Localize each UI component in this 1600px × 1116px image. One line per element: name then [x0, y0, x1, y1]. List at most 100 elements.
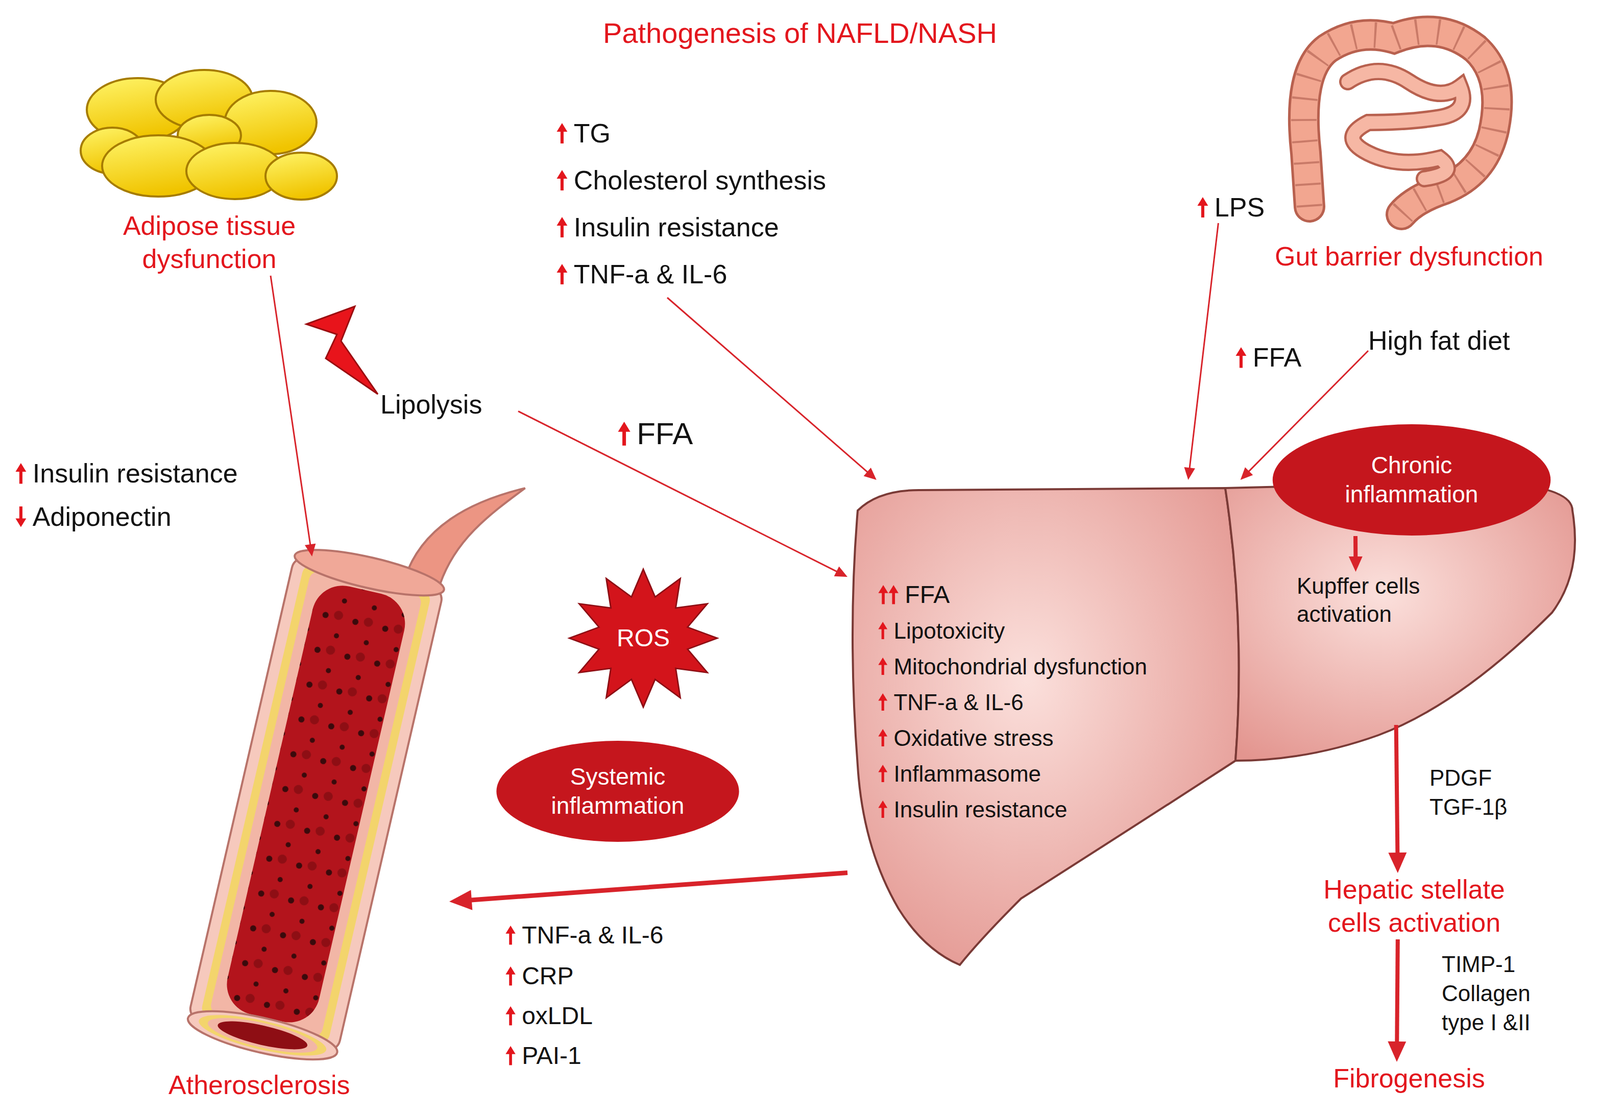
gut-heading: Gut barrier dysfunction [1230, 239, 1588, 274]
text-holder: Systemic inflammation [495, 740, 741, 843]
marker-row: Insulin resistance [15, 456, 238, 491]
arrow-head [1235, 347, 1247, 356]
connector-arrow [270, 275, 316, 557]
marker-text: FFA [904, 579, 950, 611]
arrow-shaft [560, 130, 564, 144]
node-text: Systemic inflammation [525, 762, 710, 821]
marker-row: TG [556, 109, 914, 157]
marker-text: LPS [1214, 190, 1265, 225]
arrow-shaft [560, 177, 564, 191]
fat-cell [265, 152, 337, 200]
arrow-shaft [622, 430, 626, 446]
gut-drawing [1303, 31, 1498, 215]
arrow-shaft [19, 506, 23, 520]
text-holder: Gut barrier dysfunction [1230, 239, 1588, 274]
marker-row: Cholesterol synthesis [556, 156, 914, 204]
artery-top-cut [291, 540, 448, 605]
arrow-head [878, 764, 888, 772]
connector-arrow [667, 297, 877, 480]
arrow-shaft [508, 973, 513, 986]
text-holder: ROS [569, 569, 718, 708]
marker-row: TNF-a & IL-6 [556, 250, 914, 298]
arrow-head [863, 467, 877, 480]
arrow-head [505, 966, 516, 975]
arrow-head [878, 693, 888, 701]
up-arrow-icon [878, 764, 888, 783]
up-arrow-icon [505, 1006, 516, 1026]
artery-tail [404, 466, 526, 600]
arrow-head [1388, 852, 1407, 874]
marker-text: Insulin resistance [573, 210, 780, 245]
artery-wall [187, 555, 445, 1053]
connector-arrow [518, 411, 848, 578]
ellipse-fill [496, 740, 739, 842]
text-holder: Hepatic stellate cells activation [1296, 873, 1532, 940]
colon [1303, 31, 1498, 215]
row-list: TGCholesterol synthesisInsulin resistanc… [556, 109, 914, 298]
up-arrow-icon [505, 966, 516, 986]
arrow-shaft [881, 735, 885, 747]
artery-lumen [221, 579, 412, 1029]
marker-row: LPS [1197, 191, 1290, 224]
connector-line [1396, 939, 1398, 1044]
adipose-cells [80, 69, 337, 200]
arrow-head [1197, 197, 1208, 206]
arrow-head [15, 463, 27, 472]
node-text: Hepatic stellate cells activation [1296, 873, 1532, 940]
marker-list: TGCholesterol synthesisInsulin resistanc… [556, 109, 914, 298]
marker-label: TNF-a & IL-6 [521, 919, 664, 951]
arrow-shaft [881, 770, 885, 783]
colon-outline [1303, 31, 1498, 215]
marker-text: TNF-a & IL-6 [573, 257, 728, 292]
arrow-head [505, 1046, 516, 1055]
artery-intima [209, 569, 423, 1039]
marker-text: Insulin resistance [893, 795, 1068, 824]
up-arrow-icon [15, 463, 27, 484]
marker-text: Inflammasome [893, 759, 1041, 788]
small-intestine [1347, 71, 1463, 179]
marker-row: oxLDL [505, 1000, 593, 1032]
arrow-head [1348, 556, 1363, 572]
arrow-shaft [560, 224, 564, 238]
text-holder: Adipose tissue dysfunction [86, 209, 332, 276]
fat-cell [155, 69, 253, 130]
artery-bottom-cut [183, 1001, 342, 1070]
lightning-bolt [306, 306, 378, 395]
connector-arrow [1388, 724, 1407, 874]
marker-row: Insulin resistance [878, 791, 1148, 828]
node-text: Chronic inflammation [1319, 450, 1504, 510]
arrow-shaft [508, 1053, 513, 1066]
up-arrow-icon [878, 657, 888, 675]
node-text: Gut barrier dysfunction [1230, 239, 1588, 274]
arrow-shaft [19, 470, 23, 484]
fat-cell [80, 127, 144, 174]
arrow-shaft [560, 271, 564, 285]
edge-label: TIMP-1 Collagen type I &II [1441, 949, 1562, 1038]
up-arrow-icon [1197, 197, 1209, 218]
arrow-shaft [881, 699, 885, 711]
node-text: Fibrogenesis [1306, 1061, 1512, 1096]
arrow-head [1240, 467, 1254, 480]
up-arrow-icon [878, 800, 888, 818]
diagram-title: Pathogenesis of NAFLD/NASH [0, 15, 1600, 52]
down-arrow-icon [15, 506, 27, 528]
arrow-shaft [508, 1013, 513, 1026]
up-arrow-icon [617, 421, 631, 446]
marker-text: Lipotoxicity [893, 616, 1005, 645]
marker-text: TNF-a & IL-6 [893, 688, 1024, 717]
fat-cell [177, 114, 241, 156]
arrow-head [878, 585, 888, 594]
text-holder: Fibrogenesis [1306, 1061, 1512, 1096]
fibrogenesis-text: Fibrogenesis [1306, 1061, 1512, 1096]
fat-cell [86, 78, 189, 142]
connector-arrow [1183, 223, 1219, 480]
arrow-head [505, 925, 516, 934]
node-text: Lipolysis [380, 388, 519, 422]
inflammation-ellipse: Systemic inflammation [495, 740, 741, 843]
connector-line [1396, 724, 1398, 855]
arrow-shaft [1239, 354, 1243, 369]
text-holder: High fat diet [1368, 324, 1583, 358]
connector-line [270, 275, 311, 546]
marker-row: Inflammasome [878, 755, 1148, 792]
arrow-head [556, 123, 568, 132]
